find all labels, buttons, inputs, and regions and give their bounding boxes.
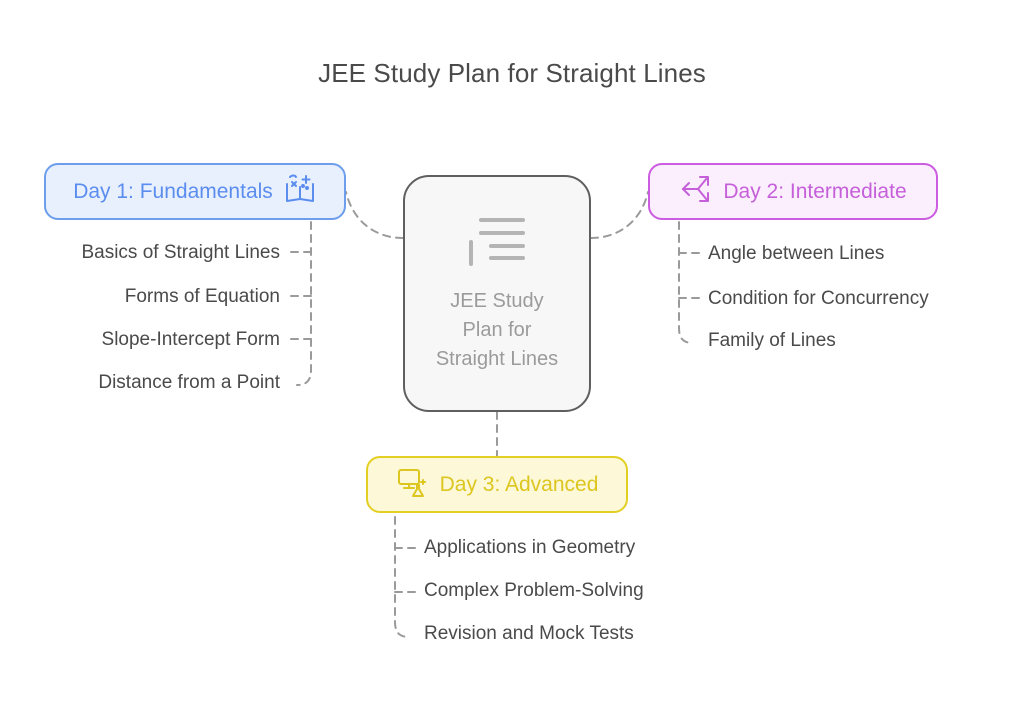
branch-node-day2-label: Day 2: Intermediate [723, 179, 907, 203]
text-lines-icon [467, 214, 527, 273]
connector-day1-spine [296, 221, 312, 386]
list-item[interactable]: Forms of Equation [124, 286, 280, 307]
page-title: JEE Study Plan for Straight Lines [318, 58, 706, 88]
central-node-label: JEE Study Plan for Straight Lines [435, 289, 559, 370]
branch-node-day1[interactable]: Day 1: Fundamentals [44, 163, 346, 220]
connector-day3-spine [394, 516, 410, 638]
connector-center-to-day2 [590, 191, 649, 239]
connector-center-to-day1 [345, 191, 404, 239]
list-item[interactable]: Slope-Intercept Form [101, 329, 280, 350]
computer-flask-icon [396, 465, 430, 504]
list-item[interactable]: Angle between Lines [708, 243, 885, 264]
list-item[interactable]: Revision and Mock Tests [424, 623, 634, 644]
branch-node-day1-label: Day 1: Fundamentals [73, 179, 273, 203]
list-item[interactable]: Applications in Geometry [424, 537, 636, 558]
open-book-math-icon [283, 172, 317, 211]
list-item[interactable]: Basics of Straight Lines [81, 242, 280, 263]
central-node[interactable]: JEE Study Plan for Straight Lines [403, 175, 591, 412]
list-item[interactable]: Family of Lines [708, 330, 836, 351]
list-item[interactable]: Condition for Concurrency [708, 288, 929, 309]
diverging-arrows-icon [679, 172, 713, 211]
branch-node-day3[interactable]: Day 3: Advanced [366, 456, 628, 513]
branch-node-day2[interactable]: Day 2: Intermediate [648, 163, 938, 220]
branch-node-day3-label: Day 3: Advanced [439, 472, 599, 496]
list-item[interactable]: Distance from a Point [98, 372, 280, 393]
list-item[interactable]: Complex Problem-Solving [424, 580, 644, 601]
connector-day2-spine [678, 221, 694, 344]
